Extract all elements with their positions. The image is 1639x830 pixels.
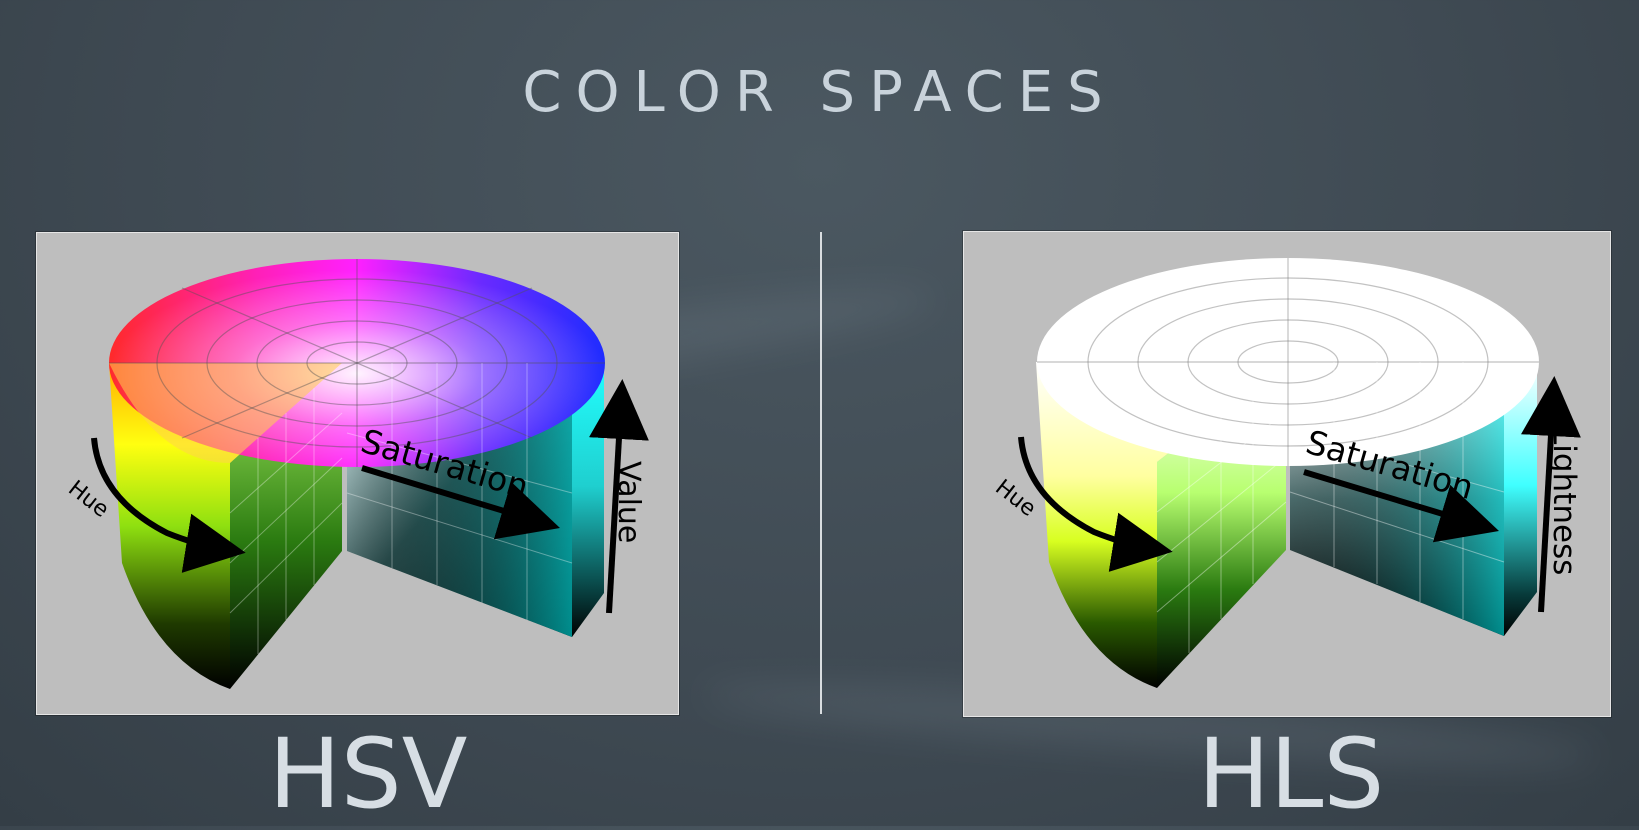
lightness-label: Lightness <box>1546 427 1582 575</box>
panel-divider <box>820 232 822 714</box>
hls-caption: HLS <box>1197 718 1385 830</box>
hue-arrow <box>91 437 246 573</box>
saturation-arrow <box>361 465 560 540</box>
hsv-figure: Hue Saturation Value <box>36 232 679 715</box>
hsv-caption: HSV <box>268 718 468 830</box>
lightness-arrow <box>1521 376 1581 613</box>
hls-figure: Hue Saturation Lightness <box>963 231 1611 717</box>
value-label: Value <box>611 461 646 543</box>
hue-arrow <box>1018 436 1173 572</box>
saturation-arrow <box>1303 469 1499 543</box>
hsv-cylinder-diagram: Hue Saturation Value <box>63 259 649 689</box>
hls-cylinder-diagram: Hue Saturation Lightness <box>990 258 1582 688</box>
value-arrow <box>588 379 649 614</box>
slide-title: COLOR SPACES <box>522 59 1117 125</box>
